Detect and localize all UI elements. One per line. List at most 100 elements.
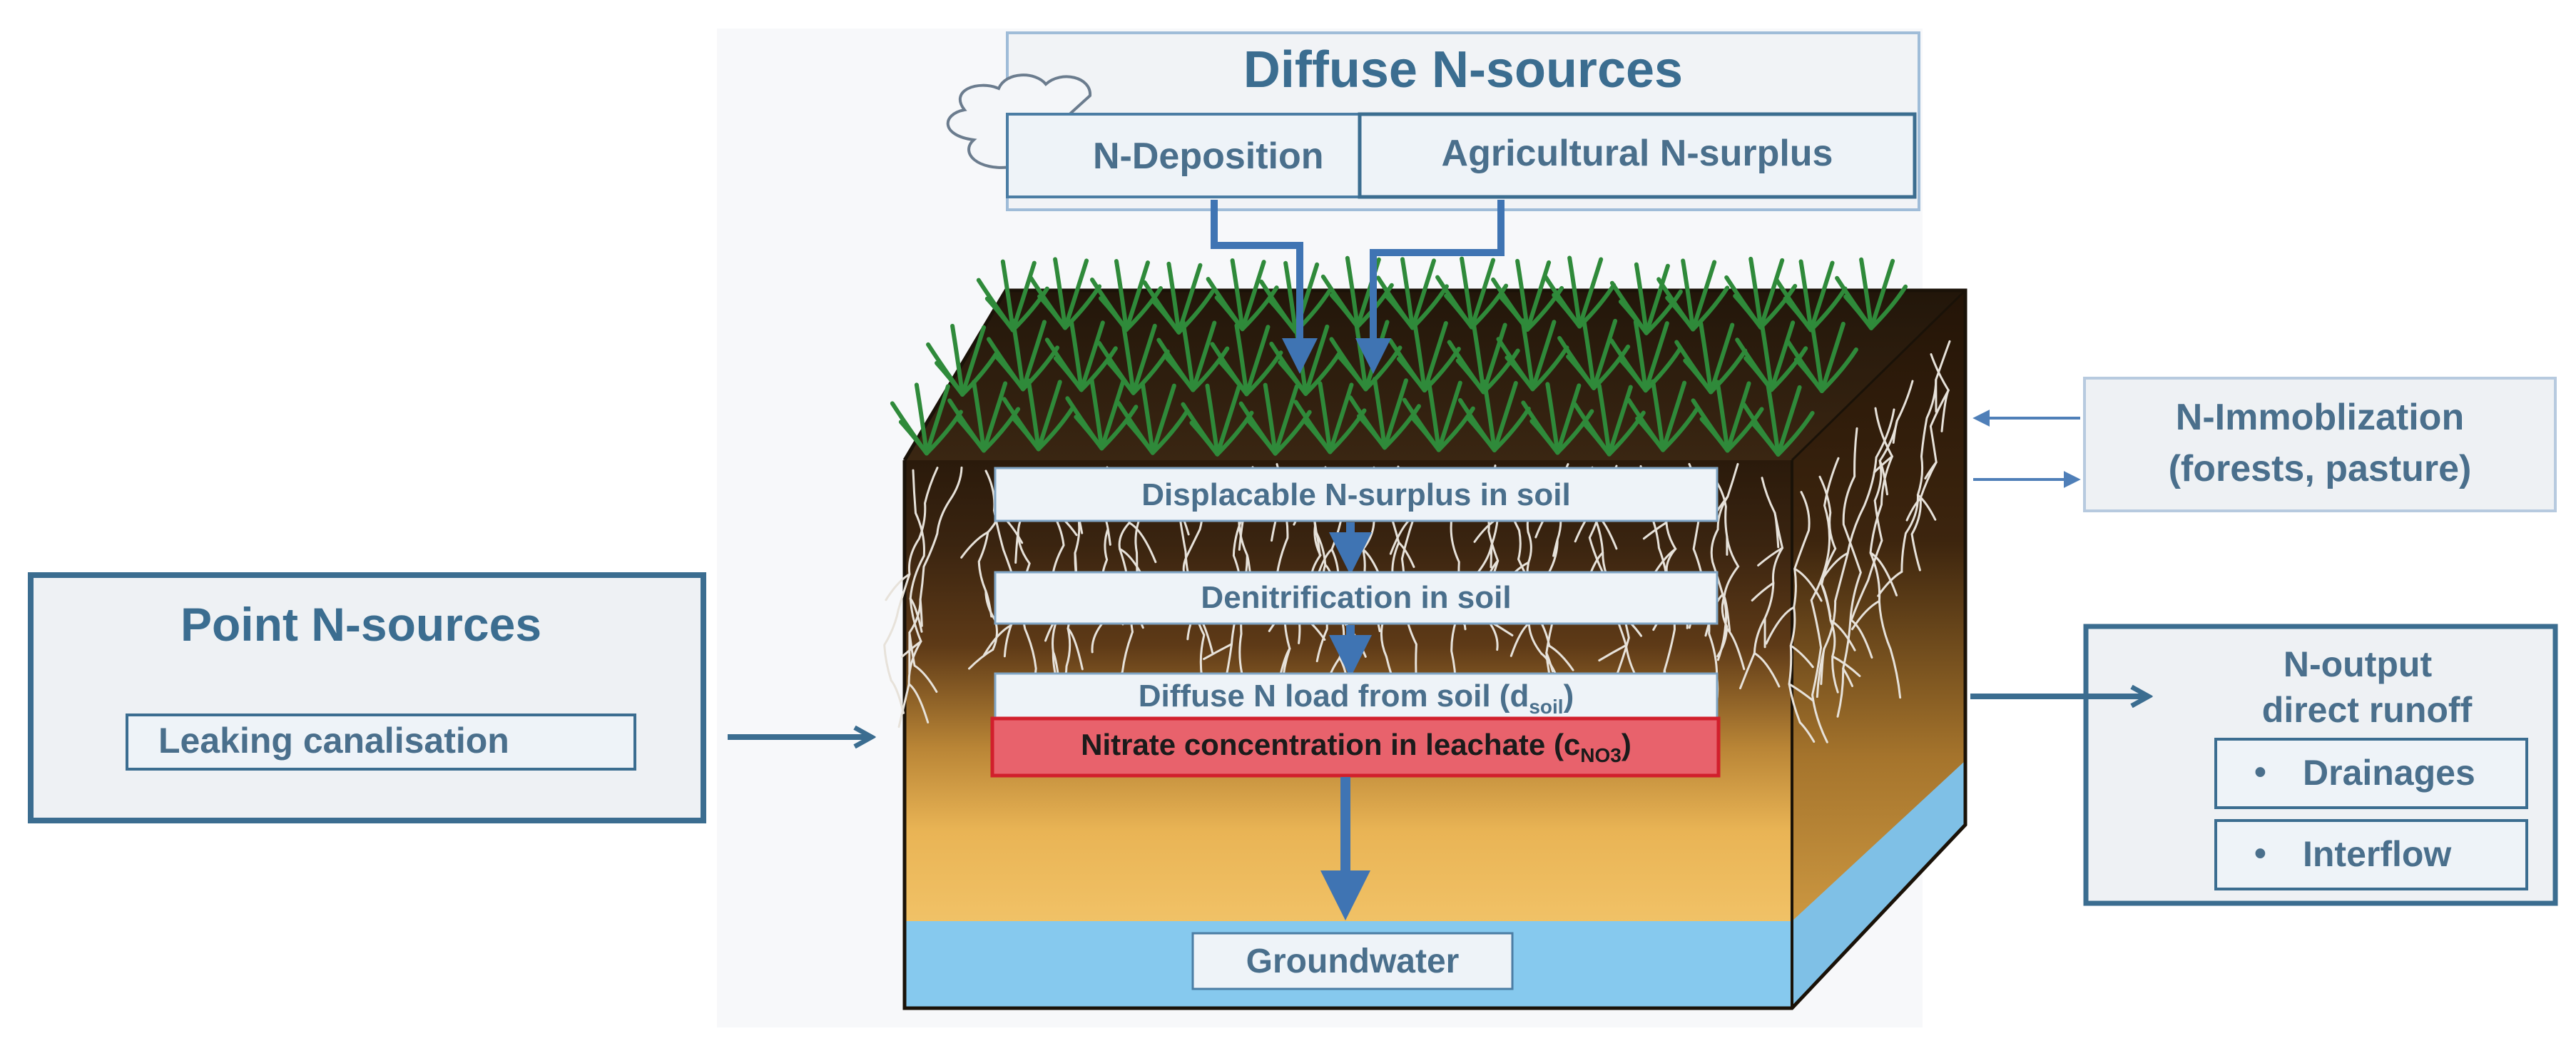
grass-blade	[1263, 382, 1278, 456]
grass-blade	[1124, 419, 1155, 455]
grass-blade	[1733, 293, 1763, 330]
grass-blade	[924, 384, 950, 456]
grass-plants	[890, 255, 1908, 457]
grass-blade	[1230, 258, 1245, 332]
drainages-box	[2214, 738, 2528, 809]
output-line1: N-output	[2284, 644, 2433, 684]
diffuse-sources-title: Diffuse N-sources	[1243, 41, 1683, 98]
grass-blade	[1759, 319, 1774, 392]
root-strand	[1738, 477, 1784, 690]
grass-blade	[935, 360, 965, 397]
root-branch	[1789, 644, 1814, 669]
grass-blade	[1079, 320, 1105, 392]
root-strand	[1788, 491, 1811, 724]
deposition-arrow	[1211, 200, 1318, 374]
root-strand	[1810, 457, 1840, 743]
grass-blade	[1783, 296, 1813, 332]
root-branch	[1831, 655, 1861, 677]
leaking-canalisation-box	[126, 714, 636, 771]
point-sources-frame	[28, 572, 706, 823]
root-branch	[885, 573, 911, 601]
grass-blade	[982, 381, 1008, 453]
root-branch	[1753, 651, 1781, 688]
grass-blade	[1634, 262, 1649, 335]
grass-blade	[1555, 409, 1594, 455]
grass-blade	[1410, 416, 1441, 452]
grass-blade	[1643, 347, 1682, 393]
grass-blade	[1661, 380, 1687, 452]
grass-blade	[1725, 381, 1751, 453]
grass-blade	[1021, 320, 1047, 392]
grass-blade	[1356, 414, 1387, 450]
grass-blade	[1520, 318, 1535, 392]
grass-blade	[1099, 379, 1126, 451]
grass-blade	[1665, 295, 1696, 332]
grass-blade	[1809, 320, 1824, 393]
root-branch	[1905, 497, 1922, 522]
grass-blade	[1525, 285, 1564, 332]
grass-blade	[1181, 319, 1196, 392]
grass-blade	[1869, 258, 1895, 330]
drainages-bullet: •	[2254, 753, 2266, 791]
immobilization-frame	[2083, 377, 2557, 512]
root-branch	[1398, 541, 1415, 569]
root-branch	[960, 531, 989, 559]
grass-blade	[972, 380, 987, 453]
grass-blade	[1661, 406, 1700, 452]
grass-blade	[1769, 320, 1796, 392]
grass-blade	[1396, 357, 1427, 393]
grass-blade	[1218, 360, 1249, 397]
grass-blade	[1466, 416, 1497, 452]
grass-blade	[1124, 260, 1150, 332]
root-branch	[1724, 626, 1746, 671]
grass-blade	[1426, 379, 1441, 452]
grass-blade	[960, 325, 987, 397]
grass-blade	[950, 323, 965, 397]
grass-blade	[1010, 286, 1049, 332]
grass-blade	[1131, 349, 1170, 395]
root-branch	[1818, 552, 1849, 585]
grass-blade	[1618, 299, 1649, 335]
grass-blade	[1436, 380, 1462, 452]
displacable-box	[994, 467, 1719, 522]
root-branch	[1793, 567, 1823, 602]
grass-blade	[1530, 320, 1557, 392]
output-line2: direct runoff	[2262, 690, 2473, 730]
root-branch	[1850, 619, 1873, 659]
interflow-box	[2214, 819, 2528, 890]
grass-blade	[1165, 356, 1196, 392]
grass-blade	[1400, 257, 1415, 330]
diffuse-load-label: Diffuse N load from soil (dsoil)	[1139, 679, 1574, 718]
grass-blade	[1191, 320, 1217, 392]
root-branch	[1128, 522, 1157, 564]
denitrification-label: Denitrification in soil	[1201, 580, 1511, 615]
root-branch	[913, 664, 938, 693]
point-sources-title: Point N-sources	[180, 598, 541, 651]
grass-blade	[1691, 285, 1730, 332]
grass-blade	[1205, 383, 1220, 457]
grass-blade	[1131, 323, 1157, 395]
root-branch	[1788, 683, 1815, 702]
deposition-box	[1006, 113, 1363, 198]
root-strand	[1869, 407, 1902, 699]
root-branch	[1598, 644, 1627, 662]
point-sources-panel: Point N-sources Leaking canalisation	[28, 572, 706, 823]
root-strand	[1712, 475, 1740, 658]
grass-blade	[1566, 354, 1597, 390]
grass-blade	[1382, 378, 1408, 450]
grass-blade	[1644, 263, 1670, 335]
nitrate-label: Nitrate concentration in leachate (cNO3)	[1081, 728, 1631, 766]
grass-blade	[1505, 355, 1535, 392]
grass-blade	[1545, 382, 1560, 455]
soil-block	[902, 288, 1967, 1010]
grass-blade	[1758, 283, 1798, 330]
grass-blade	[1859, 257, 1874, 330]
grass-blade	[1699, 417, 1730, 453]
immobilization-line1: N-Immoblization	[2176, 397, 2464, 438]
grass-blade	[1592, 318, 1618, 390]
grass-blade	[1422, 321, 1448, 393]
denitrification-box	[994, 571, 1719, 625]
root-branch	[1510, 622, 1530, 657]
grass-blade	[1455, 358, 1486, 395]
grass-blade	[1382, 404, 1421, 450]
